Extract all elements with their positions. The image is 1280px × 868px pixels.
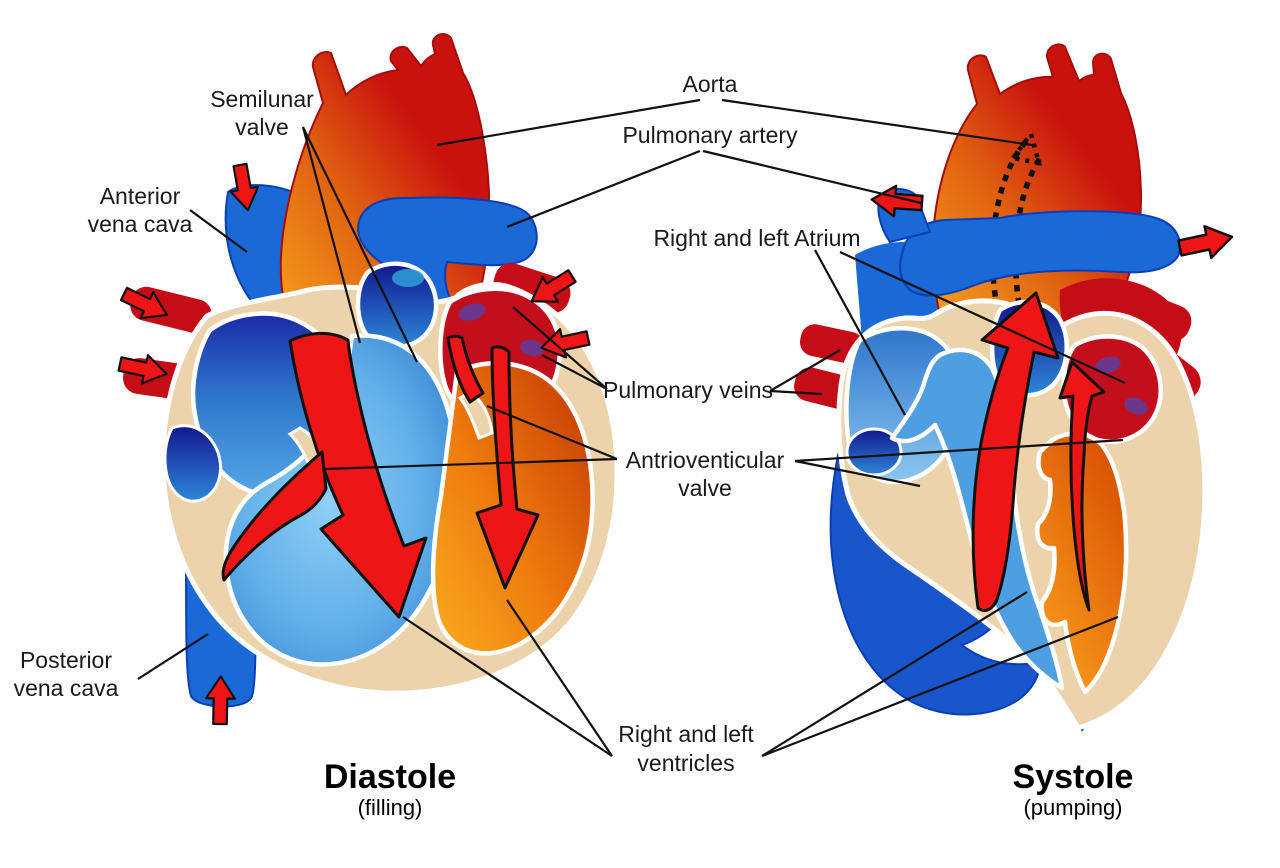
label-pulmonary-artery: Pulmonary artery — [622, 122, 798, 148]
label-right-left-atrium: Right and left Atrium — [653, 225, 860, 251]
pumping-arrow-right-heart — [971, 291, 1060, 612]
leader-semilunar-valve — [301, 126, 418, 363]
right-atrium-dark-recess-systole — [845, 427, 903, 477]
leader-right-left-ventricles — [402, 591, 1119, 758]
filling-arrow-right-fork — [221, 450, 328, 582]
leader-lines — [137, 98, 1126, 758]
label-semilunar-valve-line2: valve — [235, 114, 289, 140]
pumping-arrow-left-heart — [1058, 360, 1106, 612]
pulmonary-artery-systole — [899, 210, 1181, 297]
label-aorta: Aorta — [683, 71, 738, 97]
label-posterior-vena-cava-line1: Posterior — [20, 647, 112, 673]
outflow-arrow-right — [1175, 219, 1237, 266]
leader-antrioventicular-valve — [324, 404, 1124, 488]
subtitle-diastole: (filling) — [358, 795, 423, 820]
label-antrioventicular-valve-line2: valve — [678, 475, 732, 501]
title-diastole: Diastole — [324, 758, 456, 796]
right-atrium-dark-recess — [163, 424, 222, 503]
label-right-left-ventricles-line1: Right and left — [618, 721, 754, 747]
label-anterior-vena-cava-line2: vena cava — [88, 211, 193, 237]
subtitle-systole: (pumping) — [1023, 795, 1122, 820]
pulmonary-valve-highlight — [392, 269, 424, 287]
systole-heart-illustration — [794, 43, 1237, 732]
leader-pulmonary-veins — [512, 306, 841, 396]
title-systole: Systole — [1013, 758, 1134, 796]
leader-posterior-vena-cava — [137, 633, 209, 680]
leader-aorta — [436, 98, 1033, 147]
label-anterior-vena-cava-line1: Anterior — [100, 183, 181, 209]
filling-arrow-left-fork — [446, 334, 485, 404]
mitral-valve-leaflet — [457, 390, 494, 440]
aorta-flow-dashed-arrow — [989, 128, 1048, 336]
left-atrium-vein-openings-systole — [1095, 356, 1148, 415]
text-labels: Semilunar valve Aorta Pulmonary artery A… — [14, 71, 1134, 820]
label-antrioventicular-valve-line1: Antrioventicular — [626, 447, 785, 473]
diastole-heart-illustration — [115, 33, 620, 726]
label-right-left-ventricles-line2: ventricles — [637, 750, 734, 776]
filling-arrow-left-heart — [475, 345, 540, 590]
leader-anterior-vena-cava — [189, 209, 248, 253]
leader-right-left-atrium — [814, 249, 1126, 416]
label-semilunar-valve-line1: Semilunar — [210, 86, 314, 112]
leader-pulmonary-artery — [506, 149, 922, 229]
label-posterior-vena-cava-line2: vena cava — [14, 675, 119, 701]
label-pulmonary-veins: Pulmonary veins — [603, 377, 773, 403]
